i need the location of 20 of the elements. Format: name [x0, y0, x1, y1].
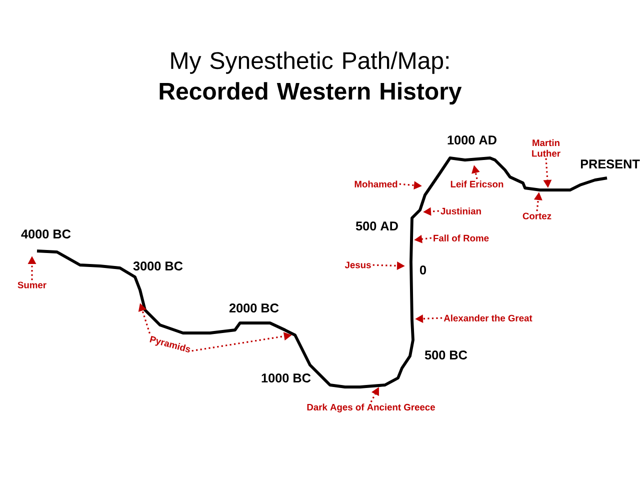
date-label: 1000 BC: [262, 374, 311, 382]
event-label: Sumer: [18, 282, 46, 288]
date-label: 2000 BC: [229, 304, 279, 312]
date-label: 4000 BC: [21, 230, 71, 238]
event-label: Justinian: [440, 208, 481, 214]
event-label: Leif Ericson: [450, 180, 504, 188]
event-label: Martin Luther: [532, 139, 560, 157]
event-label: Mohamed: [354, 180, 398, 188]
event-label: Jesus: [344, 262, 371, 268]
date-label: 500 BC: [424, 350, 468, 360]
date-label: 0: [420, 266, 426, 274]
event-label: Fall of Rome: [434, 234, 489, 242]
date-label: 500 AD: [356, 222, 398, 230]
event-label: Dark Ages of Ancient Greece: [307, 404, 435, 412]
date-label: PRESENT: [580, 160, 640, 168]
event-label: Alexander the Great: [444, 314, 532, 322]
date-label: 3000 BC: [133, 262, 183, 270]
event-label: Cortez: [522, 212, 552, 220]
date-label: 1000 AD: [448, 136, 496, 144]
title: My Synesthetic Path/Map: Recorded Western History: [160, 51, 462, 105]
